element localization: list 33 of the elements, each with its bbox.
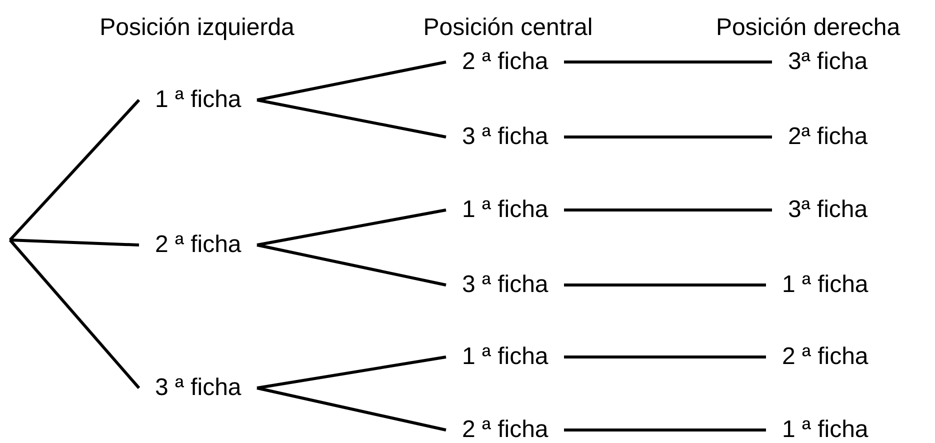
tree-branch-line [256,60,446,102]
column-heading: Posición izquierda [100,14,294,42]
tree-node-label: 1 ª ficha [766,416,884,443]
column-heading: Posición derecha [716,14,900,42]
tree-branch-line [256,208,446,246]
tree-node-label: 3 ª ficha [446,271,564,299]
tree-node-label: 3 ª ficha [139,374,258,402]
tree-branch-line [10,238,140,246]
tree-node-label: 1 ª ficha [446,343,564,371]
tree-branch-line [256,98,446,138]
tree-node-label: 2 ª ficha [139,231,258,259]
tree-branch-line [8,98,140,242]
tree-node-label: 1 ª ficha [139,86,258,114]
tree-node-label: 1 ª ficha [446,196,564,224]
tree-node-label: 3ª ficha [772,196,884,224]
tree-node-label: 2 ª ficha [446,416,564,443]
column-heading: Posición central [423,14,593,42]
tree-branch-line [564,208,772,212]
tree-node-label: 3 ª ficha [446,123,564,151]
tree-branch-line [564,284,766,286]
tree-branch-line [564,136,772,138]
tree-branch-line [8,239,140,389]
tree-node-label: 3ª ficha [772,48,884,76]
tree-branch-line [256,386,446,432]
tree-branch-line [564,60,772,64]
tree-branch-line [256,244,446,286]
tree-node-label: 2 ª ficha [446,48,564,76]
tree-branch-line [564,428,766,432]
tree-branch-line [256,356,446,390]
tree-node-label: 1 ª ficha [766,271,884,299]
tree-node-label: 2ª ficha [772,123,884,151]
tree-node-label: 2 ª ficha [766,343,884,371]
tree-branch-line [564,356,766,358]
